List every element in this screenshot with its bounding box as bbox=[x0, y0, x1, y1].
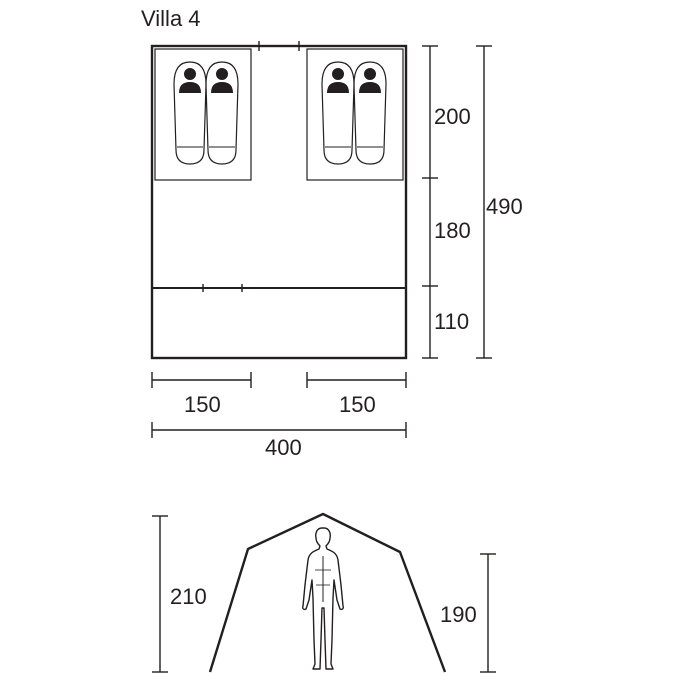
floor-plan bbox=[150, 41, 408, 360]
sleeping-bag-icon bbox=[353, 61, 387, 165]
width-dimensions: 150 150 400 bbox=[151, 372, 407, 460]
bedroom-right-outline bbox=[306, 48, 404, 181]
sleeping-bag-icon bbox=[205, 61, 239, 165]
sleeping-bag-icon bbox=[173, 61, 207, 165]
elevation: 210 190 bbox=[152, 512, 496, 673]
person-icon bbox=[302, 527, 344, 670]
left-bedroom-width-label: 150 bbox=[184, 392, 221, 417]
sleeping-bag-icon bbox=[321, 61, 355, 165]
living-depth-label: 180 bbox=[434, 218, 471, 243]
bedroom-left-outline bbox=[154, 48, 252, 181]
total-depth-label: 490 bbox=[486, 194, 523, 219]
tent-silhouette bbox=[208, 512, 447, 673]
tent-outline bbox=[150, 44, 408, 360]
diagram-title: Villa 4 bbox=[141, 6, 201, 31]
total-width-label: 400 bbox=[265, 435, 302, 460]
bedroom-left bbox=[154, 48, 252, 181]
height-dimensions: 200 180 110 490 bbox=[422, 45, 523, 359]
bedroom-right bbox=[306, 48, 404, 181]
vestibule-depth-label: 110 bbox=[434, 309, 469, 334]
peak-height-label: 210 bbox=[170, 584, 207, 609]
side-height-label: 190 bbox=[440, 602, 477, 627]
right-bedroom-width-label: 150 bbox=[339, 392, 376, 417]
bedroom-depth-label: 200 bbox=[434, 104, 471, 129]
